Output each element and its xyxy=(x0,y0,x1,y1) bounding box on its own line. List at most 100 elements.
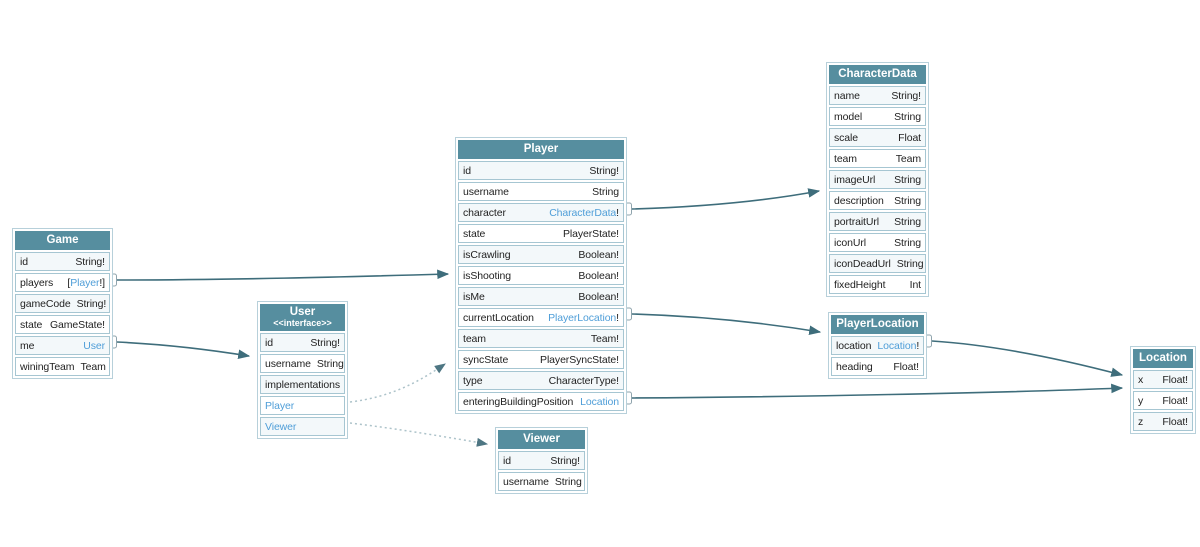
field-row-isShooting[interactable]: isShooting Boolean! xyxy=(458,266,624,285)
type-link[interactable]: Viewer xyxy=(265,420,297,433)
table-player-header[interactable]: Player xyxy=(458,140,624,159)
field-name: enteringBuildingPosition xyxy=(463,395,574,408)
field-name: isMe xyxy=(463,290,485,303)
field-row-Player[interactable]: Player xyxy=(260,396,345,415)
edge-game-players-to-player[interactable] xyxy=(116,269,450,281)
table-user-header[interactable]: User <<interface>> xyxy=(260,304,345,331)
table-viewer-header[interactable]: Viewer xyxy=(498,430,585,449)
field-type: String! xyxy=(891,89,921,102)
edge-player-enteringbuildingposition-to-location[interactable] xyxy=(631,383,1124,399)
field-name: me xyxy=(20,339,35,352)
type-link[interactable]: Player xyxy=(70,276,100,289)
field-type: GameState! xyxy=(49,318,105,331)
field-name: name xyxy=(834,89,860,102)
type-link[interactable]: Location xyxy=(877,339,917,352)
field-name: id xyxy=(503,454,511,467)
field-name: username xyxy=(463,185,509,198)
field-row-currentLocation[interactable]: currentLocation PlayerLocation! xyxy=(458,308,624,327)
edge-user-implementation-viewer[interactable] xyxy=(349,422,489,447)
edge-playerlocation-location-to-location[interactable] xyxy=(931,340,1124,377)
edge-player-character-to-characterdata[interactable] xyxy=(631,188,821,210)
field-row-me[interactable]: me User xyxy=(15,336,110,355)
field-type: PlayerSyncState! xyxy=(540,353,619,366)
type-link[interactable]: CharacterData xyxy=(549,206,617,219)
table-characterdata-header[interactable]: CharacterData xyxy=(829,65,926,84)
field-type: Boolean! xyxy=(578,269,619,282)
type-link[interactable]: PlayerLocation xyxy=(548,311,617,324)
field-type: Boolean! xyxy=(578,248,619,261)
field-name: portraitUrl xyxy=(834,215,879,228)
table-playerlocation-header[interactable]: PlayerLocation xyxy=(831,315,924,334)
field-name: isShooting xyxy=(463,269,512,282)
field-name: fixedHeight xyxy=(834,278,886,291)
field-type: String! xyxy=(76,297,107,310)
field-type: Float! xyxy=(1162,394,1188,407)
field-type: Location! xyxy=(877,339,920,352)
table-location-header[interactable]: Location xyxy=(1133,349,1193,368)
field-row-players[interactable]: players[Player!] xyxy=(15,273,110,292)
field-type: [Player!] xyxy=(67,276,105,289)
field-row-fixedHeight[interactable]: fixedHeight Int xyxy=(829,275,926,294)
table-user-stereotype: <<interface>> xyxy=(273,318,332,328)
field-name: id xyxy=(463,164,471,177)
field-type: Int xyxy=(909,278,921,291)
type-link[interactable]: Player xyxy=(265,399,295,412)
type-link[interactable]: Location xyxy=(580,395,619,408)
field-type: User xyxy=(83,340,105,352)
field-type: PlayerLocation! xyxy=(548,311,619,324)
field-name: imageUrl xyxy=(834,173,876,186)
field-row-enteringBuildingPosition[interactable]: enteringBuildingPosition Location xyxy=(458,392,624,411)
table-game-header[interactable]: Game xyxy=(15,231,110,250)
edge-game-me-to-user[interactable] xyxy=(116,341,251,360)
field-name: z xyxy=(1138,415,1144,428)
field-name: heading xyxy=(836,360,873,373)
type-link[interactable]: User xyxy=(83,339,105,352)
edge-player-currentlocation-to-playerlocation[interactable] xyxy=(631,313,822,335)
field-type: String! xyxy=(310,336,340,349)
field-type: Location xyxy=(580,396,619,408)
field-row-implementations[interactable]: implementations xyxy=(260,375,345,394)
edge-user-implementation-player[interactable] xyxy=(349,363,446,403)
field-row-Viewer[interactable]: Viewer xyxy=(260,417,345,436)
field-name: currentLocation xyxy=(463,311,534,324)
field-row-name[interactable]: name String! xyxy=(829,86,926,105)
